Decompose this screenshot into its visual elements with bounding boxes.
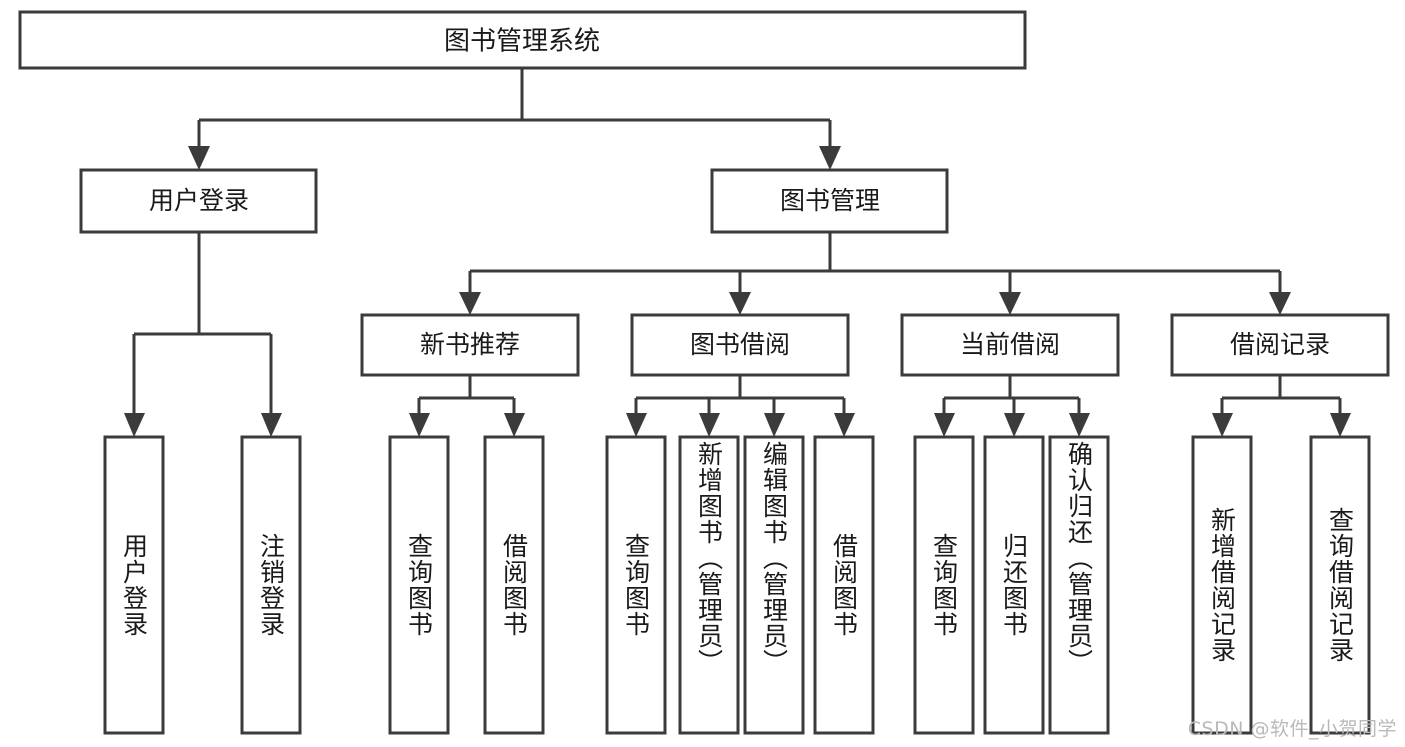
leaf-box-newbook-borrow[interactable] bbox=[483, 435, 545, 735]
node-book-manage-label: 图书管理 bbox=[780, 186, 880, 215]
leaf-box-records-add[interactable] bbox=[1191, 435, 1253, 735]
arrowhead-leaf-current-2 bbox=[1004, 413, 1025, 437]
node-borrow-records-label: 借阅记录 bbox=[1230, 330, 1330, 359]
arrowhead-leaf-borrow-2 bbox=[699, 413, 720, 437]
arrowhead-borrow-records bbox=[1269, 292, 1291, 315]
node-borrow-records-box[interactable] bbox=[1170, 313, 1390, 377]
leaf-box-current-query[interactable] bbox=[913, 435, 975, 735]
node-root-box[interactable] bbox=[18, 10, 1027, 70]
leaf-box-user-login[interactable] bbox=[103, 435, 165, 735]
node-user-login-label: 用户登录 bbox=[149, 186, 249, 215]
leaf-box-borrow-add[interactable] bbox=[678, 435, 740, 735]
arrowhead-leaf-user-2 bbox=[261, 413, 282, 437]
node-borrow-records[interactable]: 借阅记录 bbox=[1170, 313, 1390, 377]
edges-group bbox=[132, 68, 1342, 413]
arrowhead-leaf-user-1 bbox=[124, 413, 145, 437]
leaf-boxes-group bbox=[103, 435, 1371, 735]
node-root-label: 图书管理系统 bbox=[444, 27, 600, 57]
node-book-borrow-box[interactable] bbox=[630, 313, 850, 377]
arrowhead-leaf-borrow-1 bbox=[626, 413, 647, 437]
arrowhead-new-book bbox=[459, 292, 481, 315]
node-user-login-box[interactable] bbox=[79, 168, 318, 234]
node-book-manage[interactable]: 图书管理 bbox=[710, 168, 949, 234]
arrowhead-leaf-records-1 bbox=[1212, 413, 1233, 437]
node-root[interactable]: 图书管理系统 bbox=[18, 10, 1027, 70]
arrowhead-leaf-newbook-1 bbox=[409, 413, 430, 437]
arrowheads-group bbox=[124, 146, 1351, 437]
leaf-box-current-confirm[interactable] bbox=[1048, 435, 1110, 735]
leaf-box-records-query[interactable] bbox=[1309, 435, 1371, 735]
watermark: CSDN @软件_小贺同学 bbox=[1187, 718, 1397, 740]
node-current-borrow-box[interactable] bbox=[900, 313, 1120, 377]
arrowhead-leaf-borrow-3 bbox=[764, 413, 785, 437]
arrowhead-user-login bbox=[188, 146, 210, 170]
leaf-box-borrow-query[interactable] bbox=[605, 435, 667, 735]
node-user-login[interactable]: 用户登录 bbox=[79, 168, 318, 234]
arrowhead-leaf-newbook-2 bbox=[504, 413, 525, 437]
node-new-book-box[interactable] bbox=[360, 313, 580, 377]
node-book-borrow[interactable]: 图书借阅 bbox=[630, 313, 850, 377]
arrowhead-book-borrow bbox=[729, 292, 751, 315]
arrowhead-leaf-borrow-4 bbox=[834, 413, 855, 437]
arrowhead-leaf-records-2 bbox=[1330, 413, 1351, 437]
leaf-box-current-return[interactable] bbox=[983, 435, 1045, 735]
node-current-borrow-label: 当前借阅 bbox=[960, 330, 1060, 359]
leaf-box-user-logout[interactable] bbox=[240, 435, 302, 735]
leaf-box-borrow-edit[interactable] bbox=[743, 435, 805, 735]
leaf-box-borrow-lend[interactable] bbox=[813, 435, 875, 735]
arrowhead-leaf-current-3 bbox=[1069, 413, 1090, 437]
arrowhead-current-borrow bbox=[999, 292, 1021, 315]
node-book-borrow-label: 图书借阅 bbox=[690, 330, 790, 359]
node-book-manage-box[interactable] bbox=[710, 168, 949, 234]
node-current-borrow[interactable]: 当前借阅 bbox=[900, 313, 1120, 377]
node-new-book-label: 新书推荐 bbox=[420, 330, 520, 359]
arrowhead-book-manage bbox=[819, 146, 841, 170]
leaf-box-newbook-query[interactable] bbox=[388, 435, 450, 735]
node-new-book-recommend[interactable]: 新书推荐 bbox=[360, 313, 580, 377]
arrowhead-leaf-current-1 bbox=[934, 413, 955, 437]
